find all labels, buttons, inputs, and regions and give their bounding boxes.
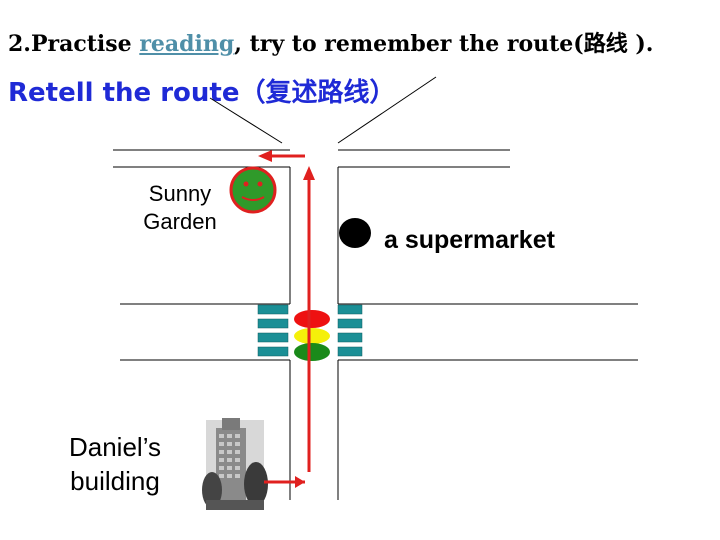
- daniels-building-label: Daniel’s building: [40, 430, 190, 498]
- supermarket-label: a supermarket: [384, 226, 555, 254]
- building-image: [202, 418, 268, 510]
- route-arrows: [258, 150, 315, 488]
- reading-link[interactable]: reading: [139, 31, 235, 57]
- sunny-garden-line1: Sunny: [148, 181, 212, 206]
- crosswalk-left: [257, 304, 289, 357]
- sunny-garden-line2: Garden: [143, 209, 217, 234]
- retell-heading: Retell the route（复述路线）: [8, 78, 396, 108]
- arrow-head-left: [258, 150, 272, 162]
- smiley-face-icon: [229, 166, 277, 214]
- traffic-light-green: [294, 343, 330, 361]
- supermarket-marker-icon: [339, 218, 371, 248]
- sunny-garden-label: Sunny Garden: [120, 180, 240, 236]
- instruction-title: 2.Practise reading, try to remember the …: [8, 26, 653, 58]
- instruction-text-start: 2.Practise: [8, 31, 140, 57]
- instruction-text-end: , try to remember the route(路线 ).: [234, 31, 654, 57]
- callout-line-left: [209, 97, 283, 144]
- daniels-building-line2: building: [70, 466, 160, 496]
- crosswalk-right: [337, 304, 363, 357]
- arrow-head-right: [295, 476, 305, 488]
- traffic-light-yellow: [294, 328, 330, 344]
- traffic-light-red: [294, 310, 330, 328]
- callout-line-right: [337, 76, 437, 144]
- daniels-building-line1: Daniel’s: [68, 432, 161, 462]
- arrow-head-up: [303, 166, 315, 180]
